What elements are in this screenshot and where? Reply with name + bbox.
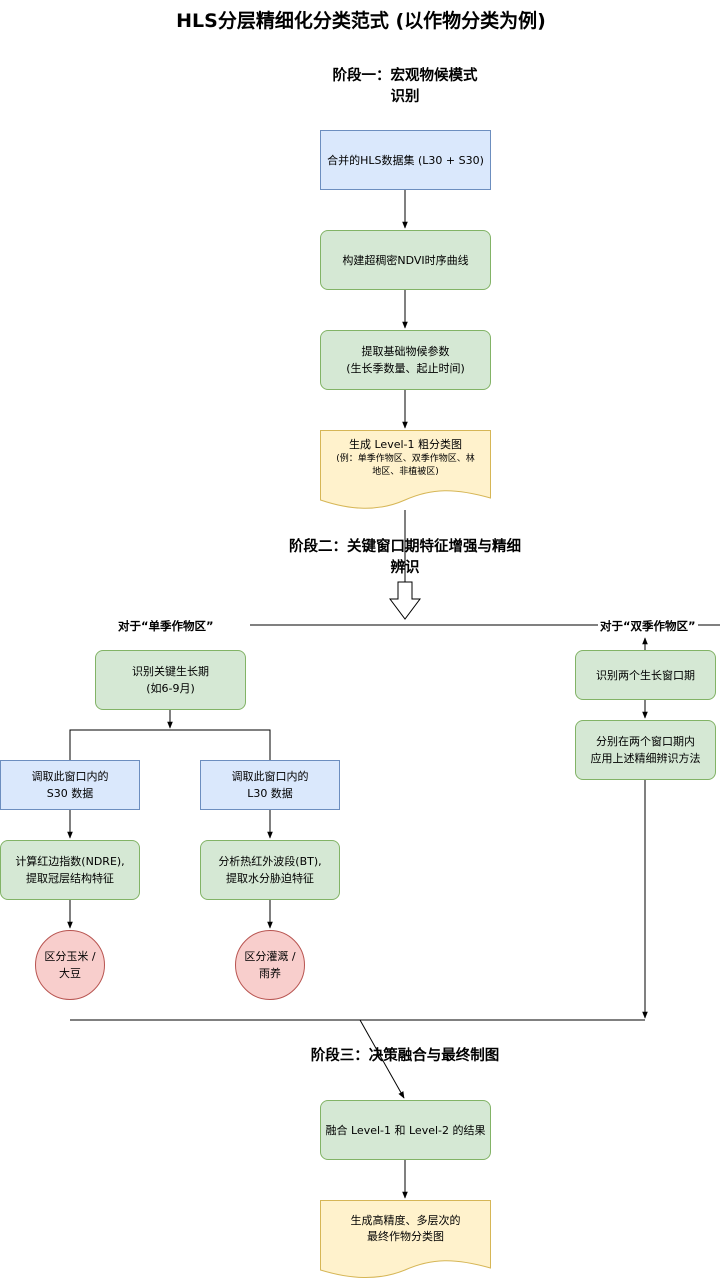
double-windows-node: 识别两个生长窗口期: [575, 650, 716, 700]
irrigation-result: 区分灌溉 / 雨养: [235, 930, 305, 1000]
final-map-label: 生成高精度、多层次的 最终作物分类图: [350, 1214, 461, 1243]
key-period-node: 识别关键生长期 (如6-9月): [95, 650, 246, 710]
ndvi-curve-node: 构建超稠密NDVI时序曲线: [320, 230, 491, 290]
fusion-node: 融合 Level-1 和 Level-2 的结果: [320, 1100, 491, 1160]
ndre-node: 计算红边指数(NDRE), 提取冠层结构特征: [0, 840, 140, 900]
hollow-down-arrow: [389, 581, 421, 620]
level1-examples: (例：单季作物区、双季作物区、林 地区、非植被区): [336, 454, 475, 477]
phenology-params-node: 提取基础物候参数 (生长季数量、起止时间): [320, 330, 491, 390]
corn-soy-result: 区分玉米 / 大豆: [35, 930, 105, 1000]
thermal-node: 分析热红外波段(BT), 提取水分胁迫特征: [200, 840, 340, 900]
l30-data-node: 调取此窗口内的 L30 数据: [200, 760, 340, 810]
stage1-heading: 阶段一：宏观物候模式 识别: [332, 68, 478, 105]
diagram-title: HLS分层精细化分类范式 (以作物分类为例): [176, 10, 546, 32]
stage3-heading: 阶段三：决策融合与最终制图: [310, 1048, 500, 1064]
merged-dataset-node: 合并的HLS数据集 (L30 + S30): [320, 130, 491, 190]
level1-map-document: 生成 Level-1 粗分类图 (例：单季作物区、双季作物区、林 地区、非植被区…: [320, 430, 491, 512]
branch-label-double: 对于“双季作物区”: [598, 618, 698, 634]
branch-label-single: 对于“单季作物区”: [118, 619, 214, 633]
s30-data-node: 调取此窗口内的 S30 数据: [0, 760, 140, 810]
final-map-document: 生成高精度、多层次的 最终作物分类图: [320, 1200, 491, 1281]
level1-map-label: 生成 Level-1 粗分类图: [349, 438, 462, 451]
arrow-merge-to-fusion: [359, 1019, 405, 1099]
stage2-heading: 阶段二：关键窗口期特征增强与精细 辨识: [289, 539, 521, 576]
double-apply-node: 分别在两个窗口期内 应用上述精细辨识方法: [575, 720, 716, 780]
